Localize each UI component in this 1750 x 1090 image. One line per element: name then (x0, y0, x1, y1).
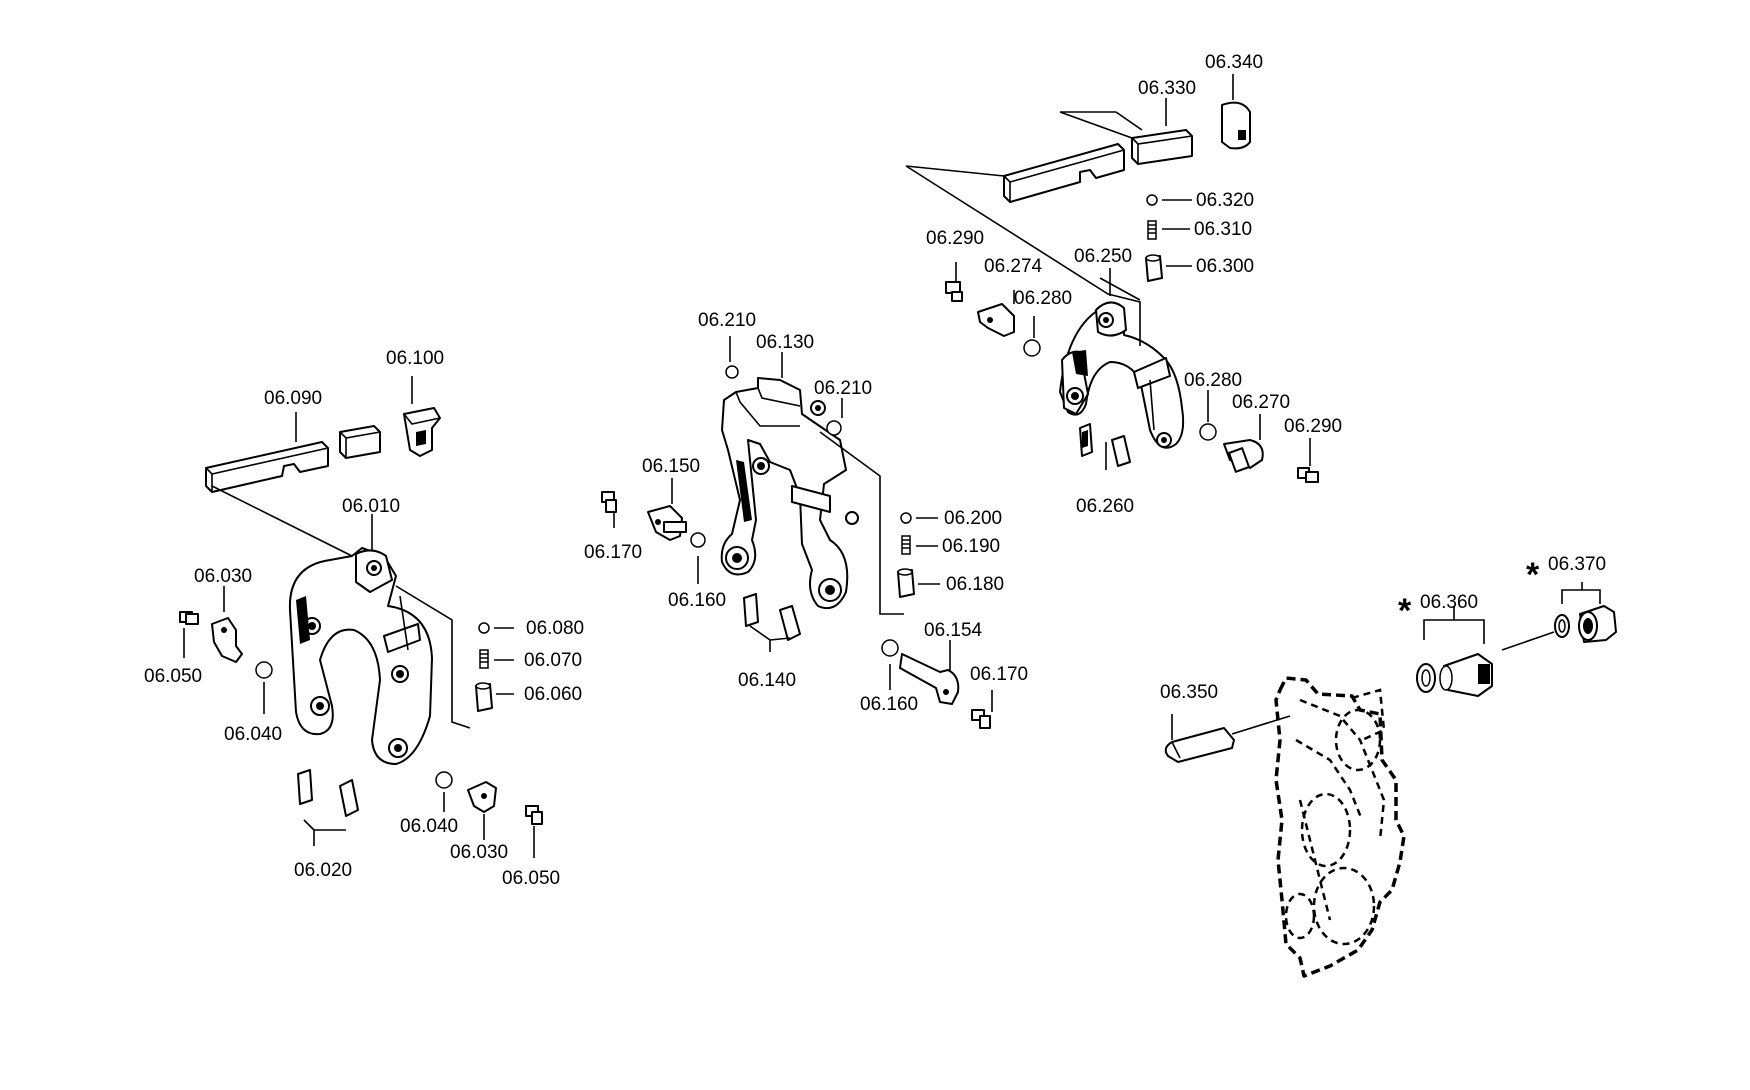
asterisk-06-360: * (1398, 592, 1412, 630)
shift-fork-06-130 (720, 377, 859, 610)
leader-lines-middle (613, 336, 993, 712)
leader-lines-right (905, 74, 1311, 470)
lever-06-150 (647, 505, 687, 541)
label-06-040-a: 06.040 (224, 724, 282, 745)
label-06-100: 06.100 (386, 348, 444, 369)
bush-06-060 (475, 682, 493, 712)
ball-06-040-b (435, 771, 453, 789)
bolt-06-050-b (525, 805, 543, 825)
ball-06-040-a (255, 661, 273, 679)
label-06-310: 06.310 (1194, 219, 1252, 240)
ball-06-080 (478, 622, 490, 634)
label-06-210-a: 06.210 (698, 310, 756, 331)
label-06-140: 06.140 (738, 670, 796, 691)
guide-piece-06-340 (1221, 101, 1251, 150)
asterisk-06-370: * (1526, 556, 1540, 594)
bolt-06-170-b (971, 709, 991, 729)
label-06-260: 06.260 (1076, 496, 1134, 517)
label-06-130: 06.130 (756, 332, 814, 353)
label-06-170-a: 06.170 (584, 542, 642, 563)
guide-piece-06-100 (403, 407, 441, 457)
ball-06-200 (900, 512, 912, 524)
bolt-06-050-a (179, 611, 199, 625)
label-06-180: 06.180 (946, 574, 1004, 595)
label-06-270: 06.270 (1232, 392, 1290, 413)
label-06-350: 06.350 (1160, 682, 1218, 703)
pin-06-350 (1164, 727, 1235, 763)
label-06-280-a: 06.280 (1014, 288, 1072, 309)
lever-06-274 (977, 303, 1015, 337)
label-06-160-b: 06.160 (860, 694, 918, 715)
label-06-320: 06.320 (1196, 190, 1254, 211)
label-06-190: 06.190 (942, 536, 1000, 557)
switch-06-360 (1416, 653, 1493, 697)
label-06-340: 06.340 (1205, 52, 1263, 73)
spring-06-190 (901, 535, 911, 555)
bolt-06-290-b (1297, 467, 1319, 483)
plug-06-370 (1554, 605, 1617, 643)
spring-06-310 (1147, 220, 1157, 240)
label-06-050-b: 06.050 (502, 868, 560, 889)
label-06-280-b: 06.280 (1184, 370, 1242, 391)
label-06-330: 06.330 (1138, 78, 1196, 99)
ball-06-160-b (881, 639, 899, 657)
housing-group (1164, 605, 1617, 978)
label-06-020: 06.020 (294, 860, 352, 881)
leader-lines-housing (1171, 582, 1601, 740)
pads-06-260 (1079, 423, 1131, 467)
label-06-030-b: 06.030 (450, 842, 508, 863)
label-06-050-a: 06.050 (144, 666, 202, 687)
ball-06-210-a (725, 365, 739, 379)
label-06-010: 06.010 (342, 496, 400, 517)
label-06-300: 06.300 (1196, 256, 1254, 277)
label-06-290-b: 06.290 (1284, 416, 1342, 437)
lever-06-270 (1223, 439, 1264, 473)
label-06-080: 06.080 (526, 618, 584, 639)
label-06-160-a: 06.160 (668, 590, 726, 611)
ball-06-280-b (1199, 423, 1217, 441)
bush-06-300 (1145, 254, 1163, 282)
label-06-274: 06.274 (984, 256, 1043, 277)
label-06-150: 06.150 (642, 456, 700, 477)
bush-06-180 (897, 568, 915, 598)
label-06-070: 06.070 (524, 650, 582, 671)
shift-fork-group-right (945, 101, 1319, 483)
label-06-250: 06.250 (1074, 246, 1132, 267)
label-06-090: 06.090 (264, 388, 322, 409)
bolt-06-170-a (601, 491, 617, 513)
ball-06-280-a (1023, 339, 1041, 357)
label-06-154: 06.154 (924, 620, 983, 641)
label-06-170-b: 06.170 (970, 664, 1028, 685)
label-06-200: 06.200 (944, 508, 1002, 529)
shift-fork-group-left (179, 407, 543, 825)
label-06-360: 06.360 (1420, 592, 1478, 613)
slotted-bar-06-330 (1003, 143, 1125, 203)
label-06-030-a: 06.030 (194, 566, 252, 587)
lever-06-154 (899, 653, 960, 705)
pads-06-020 (297, 769, 359, 817)
part-labels: 06.340 06.330 06.320 06.310 06.300 06.29… (144, 52, 1606, 889)
shift-fork-group-middle (601, 365, 991, 729)
bolt-06-290-a (945, 281, 963, 302)
shift-fork-06-250 (1059, 301, 1185, 449)
housing-outline (1274, 676, 1406, 978)
bar-06-090 (339, 425, 381, 459)
label-06-370: 06.370 (1548, 554, 1606, 575)
slotted-bar-06-090 (205, 441, 329, 493)
ball-06-160-a (690, 532, 706, 548)
bar-06-330 (1131, 129, 1193, 165)
lever-06-030-b (467, 781, 497, 813)
pads-06-140 (743, 593, 801, 641)
shift-fork-06-010 (288, 547, 433, 765)
label-06-290-a: 06.290 (926, 228, 984, 249)
label-06-210-b: 06.210 (814, 378, 872, 399)
lever-06-030-a (211, 617, 243, 663)
ball-06-210-b (826, 420, 842, 436)
leader-lines-left (183, 376, 535, 858)
label-06-060: 06.060 (524, 684, 582, 705)
ball-06-320 (1146, 194, 1158, 206)
spring-06-070 (479, 649, 489, 669)
label-06-040-b: 06.040 (400, 816, 458, 837)
